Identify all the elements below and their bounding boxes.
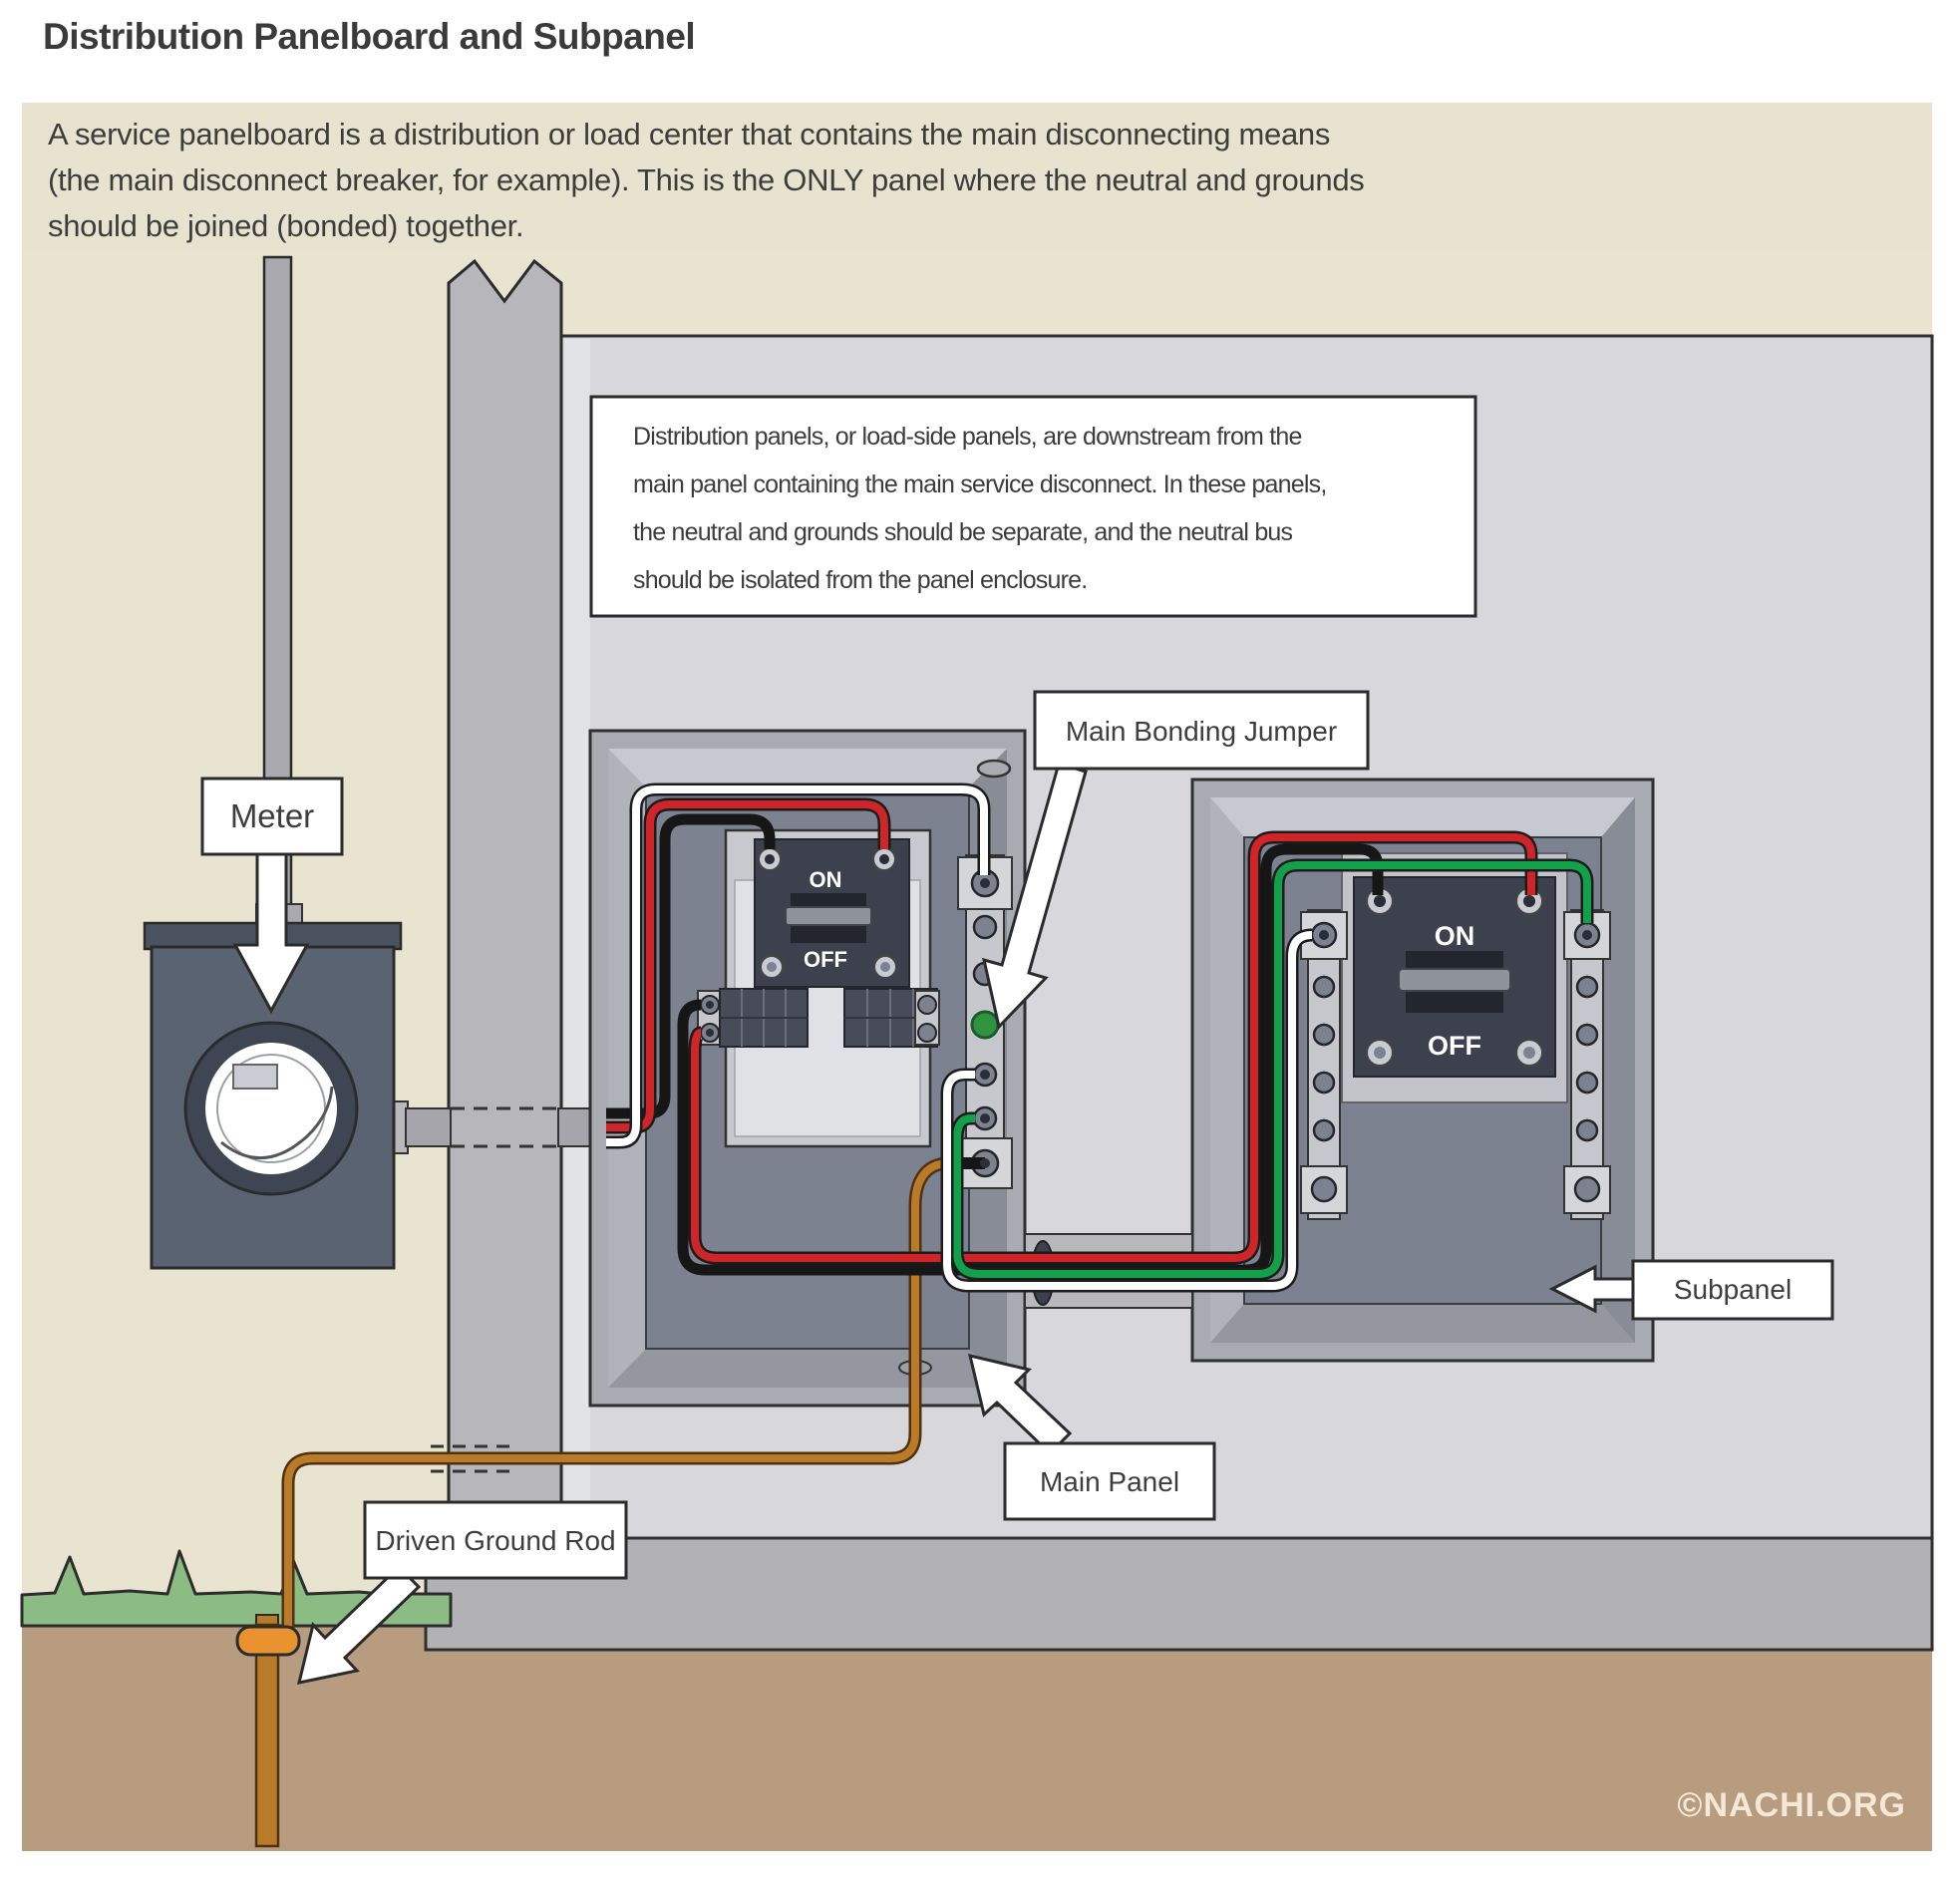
ground-rod-arrow <box>296 1564 422 1685</box>
ground-rod-label: Driven Ground Rod <box>375 1525 615 1556</box>
credit-text: ©NACHI.ORG <box>1677 1786 1906 1824</box>
subpanel-neutral-bus <box>1300 909 1348 1220</box>
intro-line-1: A service panelboard is a distribution o… <box>48 117 1331 152</box>
feeder-wire-white <box>943 931 1313 1290</box>
main-breaker-off-label: OFF <box>804 947 847 972</box>
subpanel-breaker-on-label: ON <box>1435 921 1475 951</box>
wall-edge-highlight <box>564 339 590 1535</box>
meter-label: Meter <box>230 797 314 834</box>
meter-arrow <box>232 847 310 1015</box>
breaker-toggle-handle <box>785 906 872 926</box>
page-title: Distribution Panelboard and Subpanel <box>43 16 696 57</box>
intro-info-box: A service panelboard is a distribution o… <box>22 103 1932 250</box>
subpanel-breaker-off-label: OFF <box>1428 1031 1481 1061</box>
service-wire-white <box>606 785 988 1146</box>
branch-breakers <box>697 988 940 1048</box>
subpanel-label: Subpanel <box>1674 1274 1792 1305</box>
subpanel-feeder-wires <box>677 830 1594 1293</box>
service-wire-black <box>606 813 776 1119</box>
feeder-wire-green <box>953 861 1591 1278</box>
main-bonding-jumper-screw <box>970 1010 1000 1040</box>
meter-register-window <box>232 1064 278 1090</box>
ground-wire <box>284 1159 950 1637</box>
subpanel-arrow <box>1548 1264 1637 1314</box>
main-panel-label: Main Panel <box>1040 1466 1179 1497</box>
ground-rod-label-box <box>363 1500 628 1580</box>
subpanel-toggle-handle <box>1398 968 1511 992</box>
meter-dial-swirl <box>220 1086 334 1160</box>
meter-face <box>205 1043 337 1174</box>
meter-callout: Meter <box>200 777 344 1015</box>
subpanel-breaker: ON OFF <box>1353 876 1556 1078</box>
ground-rod-callout: Driven Ground Rod <box>296 1500 628 1685</box>
description-box <box>589 395 1477 618</box>
ground-rod-clamp <box>235 1625 301 1657</box>
feeder-wire-black <box>677 843 1384 1276</box>
ground-rod <box>254 1623 280 1848</box>
main-bonding-jumper-arrow <box>981 762 1088 1031</box>
subpanel-label-box <box>1631 1259 1834 1321</box>
post <box>447 258 563 1542</box>
main-bonding-jumper-label-box <box>1033 690 1370 771</box>
feeder-wire-red <box>691 833 1535 1262</box>
knockout-hole <box>976 759 1012 779</box>
main-panel-callout: Main Panel <box>967 1353 1216 1521</box>
main-bonding-jumper-label: Main Bonding Jumper <box>1066 716 1337 747</box>
subpanel-ground-bus <box>1563 909 1611 1220</box>
meter-label-box <box>200 777 344 856</box>
grounding-system <box>235 1156 985 1848</box>
intro-line-3: should be joined (bonded) together. <box>48 208 524 243</box>
subpanel-enclosure: ON OFF <box>1190 778 1655 1363</box>
concrete-footing <box>424 1536 1934 1652</box>
subpanel-callout: Subpanel <box>1548 1259 1834 1321</box>
service-entrance-wires <box>606 783 991 1149</box>
main-bonding-jumper-callout: Main Bonding Jumper <box>981 690 1370 1031</box>
electric-meter <box>143 903 403 1270</box>
intro-line-2: (the main disconnect breaker, for exampl… <box>48 162 1365 197</box>
lug-centers <box>706 854 1592 1168</box>
service-wire-red <box>606 800 888 1131</box>
main-breaker-on-label: ON <box>810 867 842 892</box>
main-panel-label-box <box>1003 1441 1216 1521</box>
